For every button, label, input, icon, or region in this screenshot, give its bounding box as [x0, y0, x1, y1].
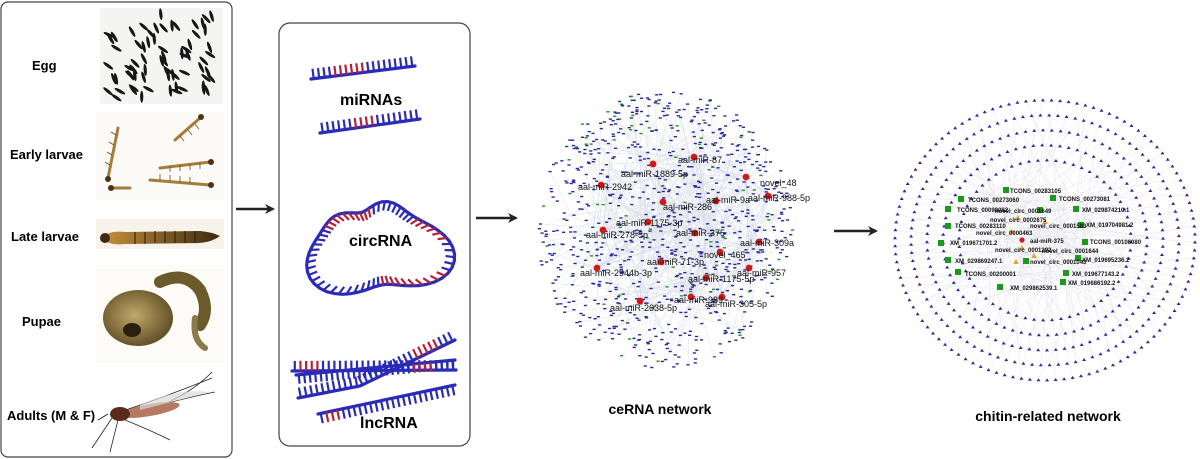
stage-label-pupae: Pupae — [22, 314, 61, 329]
cerna-mirna-label: aal-miR-305-5p — [705, 299, 767, 309]
chitin-network-title: chitin-related network — [975, 408, 1121, 424]
cerna-mirna-label: aal-miR-1175-3p — [616, 218, 682, 228]
cerna-mirna-label: aal-miR-375 — [676, 228, 725, 238]
cerna-mirna-label: aal-miR-1889-5p — [621, 169, 688, 179]
cerna-mirna-label: aal-miR-309a — [740, 238, 794, 248]
chitin-node-label: TCONS_00273081 — [1059, 197, 1111, 203]
cerna-mirna-label: aal-miR-989 — [674, 295, 723, 305]
chitin-node-label: novel_circ_0001292 — [995, 248, 1052, 254]
rna-types-frame — [278, 22, 471, 447]
chitin-node-label: novel_circ_0002675 — [990, 218, 1047, 224]
circrna-ring — [305, 199, 457, 296]
chitin-node-label: XM_029862539.1 — [1010, 286, 1058, 292]
chitin-node-label: novel_circ_0001583 — [1030, 224, 1087, 230]
cerna-network: aal-miR-87 aal-miR-1889-5p novel_48 aal-miR… — [537, 91, 810, 417]
chitin-node-label: XM_019686192.2 — [1068, 281, 1116, 287]
lncrna-strands — [290, 331, 458, 424]
chitin-network-graph — [893, 98, 1197, 382]
egg-image — [100, 8, 223, 104]
chitin-node-label: novel_circ_0000463 — [976, 231, 1033, 237]
chitin-node-label: novel_circ_0001649 — [995, 209, 1052, 215]
chitin-node-label: XM_019671701.2 — [950, 241, 998, 247]
cerna-mirna-label: aal-miR-71-3p — [647, 257, 704, 267]
cerna-mirna-label: aal-miR-9a — [706, 195, 750, 205]
cerna-mirna-label: aal-miR-957 — [737, 268, 786, 278]
lncrna-label: lncRNA — [360, 415, 418, 432]
life-stages-panel: Egg Early larvae Late larvae Pupae Adult… — [0, 1, 233, 458]
adults-image — [91, 371, 216, 453]
cerna-mirna-label: novel_465 — [704, 250, 746, 260]
chitin-node-label: XM_019677143.2 — [1072, 272, 1120, 278]
stage-label-early-larvae: Early larvae — [10, 147, 83, 162]
chitin-node-label: TCONS_00273060 — [968, 198, 1020, 204]
cerna-network-title: ceRNA network — [609, 401, 712, 417]
stage-label-late-larvae: Late larvae — [11, 229, 79, 244]
cerna-network-graph — [537, 91, 795, 369]
stage-label-egg: Egg — [32, 58, 57, 73]
cerna-mirna-label: novel_48 — [760, 178, 797, 188]
chitin-node-label: TCONS_00106080 — [1090, 240, 1142, 246]
chitin-node-label: novel_circ_0001043 — [1030, 260, 1087, 266]
cerna-mirna-label: aal-miR-988-5p — [748, 193, 810, 203]
late-larvae-image — [96, 219, 224, 249]
rna-types-panel: miRNAs circRNA lncRNA — [278, 22, 471, 447]
chitin-node-label: XM_019704981.2 — [1086, 223, 1134, 229]
cerna-mirna-label: aal-miR-87 — [678, 155, 722, 165]
chitin-node-label: TCONS_00200001 — [965, 272, 1017, 278]
cerna-mirna-labels: aal-miR-87 aal-miR-1889-5p novel_48 aal-miR… — [578, 155, 810, 313]
stage-label-adults: Adults (M & F) — [7, 408, 95, 423]
circrna-label: circRNA — [349, 233, 413, 250]
cerna-mirna-label: aal-miR-278-5p — [586, 230, 648, 240]
chitin-node-label: novel_circ_0001644 — [1042, 249, 1099, 255]
chitin-node-label: aal-miR-375 — [1030, 239, 1064, 245]
chitin-node-label: XM_019695236.2 — [1082, 258, 1130, 264]
pupae-image — [96, 265, 224, 363]
cerna-mirna-label: aal-miR-2638-5p — [610, 303, 677, 313]
chitin-node-label: XM_029874210.1 — [1082, 208, 1130, 214]
chitin-node-label: TCONS_00283110 — [955, 224, 1006, 230]
mirna-label: miRNAs — [340, 92, 402, 109]
cerna-mirna-label: aal-miR-2944b-3p — [580, 268, 652, 278]
chitin-node-label: TCONS_00283105 — [1010, 189, 1062, 195]
cerna-mirna-label: aal-miR-1175-5p — [688, 274, 754, 284]
early-larvae-image — [96, 113, 224, 200]
chitin-node-label: TCONS_00098082 — [957, 208, 1009, 214]
cerna-mirna-label: aal-miR-2942 — [578, 182, 632, 192]
chitin-node-label: XM_029869247.1 — [955, 259, 1003, 265]
cerna-mirna-label: aal-miR-286 — [663, 202, 712, 212]
mirna-strands — [309, 56, 422, 135]
